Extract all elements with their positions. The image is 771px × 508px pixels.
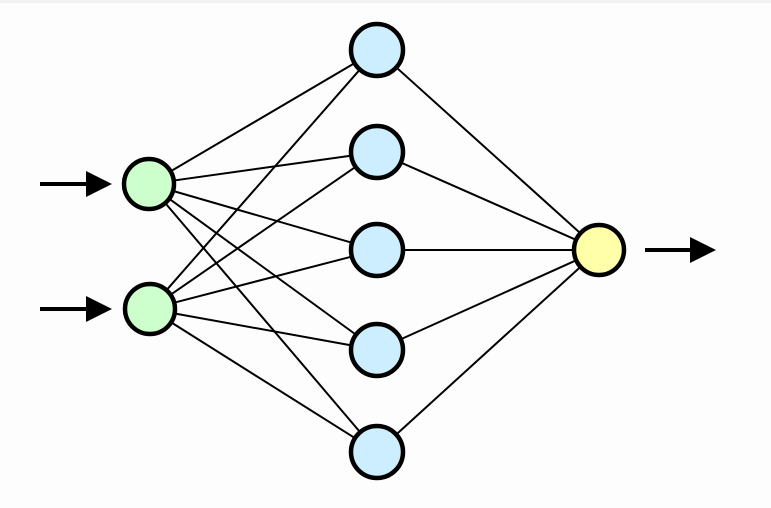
edge-i2-h1 <box>164 67 363 293</box>
input-arrow-2-head <box>86 296 112 322</box>
edge-i2-h5 <box>168 320 358 441</box>
edge-i2-h4 <box>171 312 355 347</box>
edge-i1-h5 <box>162 200 363 435</box>
edges-group <box>162 61 583 441</box>
edge-i1-h1 <box>167 61 358 174</box>
input-node-2[interactable] <box>122 281 178 337</box>
output-arrow-1-head <box>690 237 716 263</box>
top-edge-band <box>0 0 771 3</box>
hidden-node-3[interactable] <box>348 221 406 279</box>
input-node-1[interactable] <box>121 156 177 212</box>
arrows-group <box>40 171 716 322</box>
hidden-node-5[interactable] <box>348 423 406 481</box>
hidden-node-2[interactable] <box>348 123 406 181</box>
edge-h4-o1 <box>397 258 580 342</box>
edge-i1-h3 <box>170 189 355 245</box>
edge-h1-o1 <box>393 65 583 236</box>
edge-i1-h4 <box>166 196 359 337</box>
input-arrow-1-head <box>86 171 112 197</box>
edge-i1-h2 <box>170 154 355 182</box>
edge-i2-h2 <box>167 164 359 297</box>
output-node-1[interactable] <box>571 222 627 278</box>
hidden-node-1[interactable] <box>348 21 406 79</box>
hidden-node-4[interactable] <box>348 321 406 379</box>
edge-h5-o1 <box>393 264 583 437</box>
edge-i2-h3 <box>171 255 355 305</box>
edge-h2-o1 <box>397 160 579 242</box>
nodes-group <box>121 21 627 481</box>
